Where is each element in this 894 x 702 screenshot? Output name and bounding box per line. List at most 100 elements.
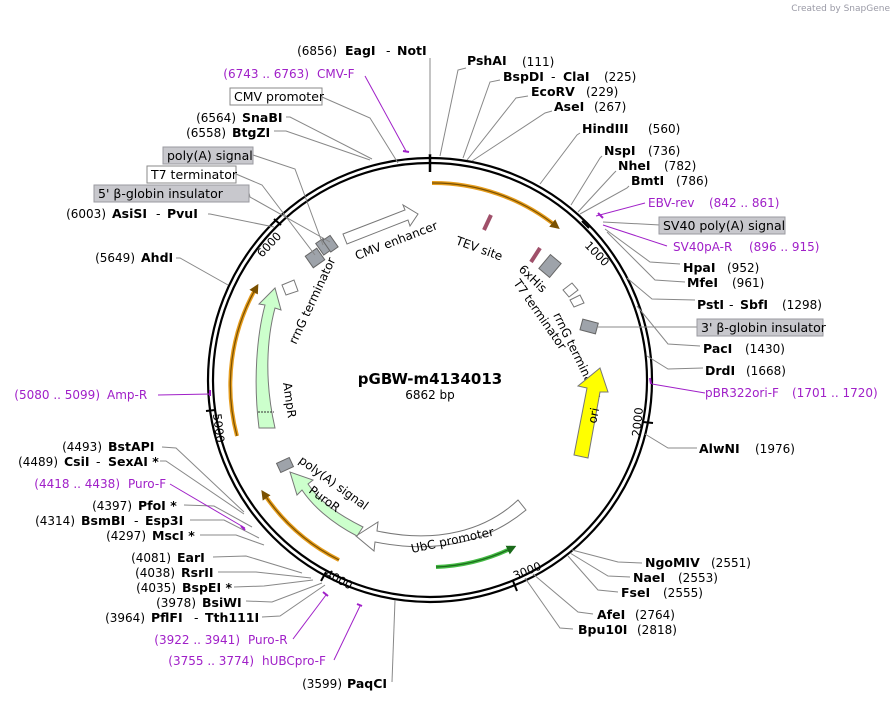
site-bspei-pos: (4035) xyxy=(136,581,176,595)
site-eagi-pos: (6856) xyxy=(297,44,337,58)
t7-terminator-left-block xyxy=(304,247,326,269)
site-asisi-sep: - xyxy=(156,206,161,221)
sv40-polya-label: SV40 poly(A) signal xyxy=(663,218,785,233)
site-btgzi-name: BtgZI xyxy=(232,125,270,140)
site-alwni-name: AlwNI xyxy=(699,441,740,456)
primer-purof-name: Puro-F xyxy=(128,477,166,491)
site-bmti-pos: (786) xyxy=(676,174,708,188)
site-hindiii-pos: (560) xyxy=(648,122,680,136)
site-bstapi-name: BstAPI xyxy=(108,439,154,454)
orange-arc-left xyxy=(228,287,258,437)
ampr-label: AmpR xyxy=(280,381,299,418)
puror-arrow xyxy=(289,471,364,537)
primer-ebvrev-range: (842 .. 861) xyxy=(709,196,779,210)
site-ecorv-name: EcoRV xyxy=(531,84,575,99)
site-asei-pos: (267) xyxy=(594,100,626,114)
site-alwni-pos: (1976) xyxy=(755,442,795,456)
t7-terminator-box-label: T7 terminator xyxy=(150,167,238,182)
site-btgzi-pos: (6558) xyxy=(186,126,226,140)
cmv-enhancer-arrow xyxy=(342,203,419,245)
tev-site-mark xyxy=(482,214,493,231)
site-bspdi-name: BspDI xyxy=(503,69,544,84)
site-paci-name: PacI xyxy=(703,341,732,356)
site-ecorv-pos: (229) xyxy=(586,85,618,99)
rrng-term-right-arrow1 xyxy=(562,282,579,298)
site-pflfi-pos: (3964) xyxy=(105,611,145,625)
site-bpu10i-name: Bpu10I xyxy=(578,622,627,637)
green-arrow xyxy=(435,545,517,568)
primer-cmvf-name: CMV-F xyxy=(317,67,355,81)
site-rsrii-name: RsrII xyxy=(181,565,214,580)
site-esp3i-name: Esp3I xyxy=(145,513,183,528)
t7-terminator-block xyxy=(538,253,562,279)
site-snabi-pos: (6564) xyxy=(196,111,236,125)
tick-5000-mark xyxy=(205,409,216,412)
cmv-promoter-box xyxy=(229,87,323,106)
site-pvui-name: PvuI xyxy=(167,206,198,221)
site-asei-name: AseI xyxy=(554,99,584,114)
polya-signal-label: poly(A) signal xyxy=(167,148,253,163)
site-pflfi-name: PflFI xyxy=(151,610,183,625)
site-nhei-name: NheI xyxy=(618,158,651,173)
ampr-arrow xyxy=(255,287,282,429)
tick-2000-mark xyxy=(642,421,654,424)
ori-label: ori xyxy=(585,406,602,424)
primer-sv40par-range: (896 .. 915) xyxy=(749,240,819,254)
tick-2000: 2000 xyxy=(629,407,646,438)
site-psti-name: PstI xyxy=(697,297,724,312)
snapgene-watermark: Created by SnapGene xyxy=(791,4,890,14)
site-ngomiv-name: NgoMIV xyxy=(645,555,700,570)
site-msci-pos: (4297) xyxy=(106,529,146,543)
orange-arrow-top xyxy=(431,182,560,229)
site-nhei-pos: (782) xyxy=(664,159,696,173)
polya-signal-box xyxy=(162,146,254,165)
site-afei-pos: (2764) xyxy=(635,608,675,622)
site-bspdi-sep: - xyxy=(551,69,556,84)
site-bstapi-pos: (4493) xyxy=(62,440,102,454)
ori-arrow xyxy=(573,367,609,459)
site-hindiii-name: HindIII xyxy=(582,121,629,136)
site-drdi-pos: (1668) xyxy=(746,364,786,378)
primer-puror-name: Puro-R xyxy=(248,633,288,647)
sv40-polya-box xyxy=(658,216,786,235)
site-paqci-pos: (3599) xyxy=(302,677,342,691)
site-bsmbi-name: BsmBI xyxy=(81,513,125,528)
tick-1000: 1000 xyxy=(582,238,612,269)
site-csii-sep: - xyxy=(96,454,101,469)
site-bspei-name: BspEI * xyxy=(182,580,232,595)
site-bsiwi-name: BsiWI xyxy=(202,595,242,610)
t7-terminator-box xyxy=(146,165,237,184)
site-bspdi-pos: (225) xyxy=(604,70,636,84)
site-paqci-name: PaqCI xyxy=(347,676,387,691)
tev-site-label: TEV site xyxy=(453,233,504,263)
orange-arrow-bottom xyxy=(261,490,340,561)
site-bpu10i-pos: (2818) xyxy=(637,623,677,637)
site-mfei-pos: (961) xyxy=(732,276,764,290)
primer-pbr322orif-name: pBR322ori-F xyxy=(705,386,779,400)
site-asisi-name: AsiSI xyxy=(112,206,147,221)
site-nspi-pos: (736) xyxy=(648,144,680,158)
green-arc xyxy=(435,546,513,569)
site-pfoi-pos: (4397) xyxy=(92,499,132,513)
tick-4000-mark xyxy=(320,571,327,582)
primer-purof-range: (4418 .. 4438) xyxy=(34,477,120,491)
ubc-promoter-arrow xyxy=(355,499,527,552)
site-eari-pos: (4081) xyxy=(131,551,171,565)
site-paci-pos: (1430) xyxy=(745,342,785,356)
site-mfei-name: MfeI xyxy=(687,275,718,290)
site-drdi-name: DrdI xyxy=(705,363,735,378)
insulator-block-right xyxy=(579,318,599,335)
site-fsei-pos: (2555) xyxy=(663,586,703,600)
site-asisi-pos: (6003) xyxy=(66,207,106,221)
primer-labels: (6743 .. 6763) CMV-F EBV-rev (842 .. 861… xyxy=(14,67,877,668)
site-pshai-name: PshAI xyxy=(467,53,507,68)
site-eari-name: EarI xyxy=(177,550,205,565)
plasmid-name: pGBW-m4134013 xyxy=(358,370,502,388)
three-globin-insulator-box xyxy=(696,318,824,337)
site-fsei-name: FseI xyxy=(621,585,650,600)
site-rsrii-pos: (4038) xyxy=(135,566,175,580)
leader-lines xyxy=(160,58,704,683)
site-sbfi-name: SbfI xyxy=(740,297,768,312)
tick-6000: 6000 xyxy=(254,229,284,260)
site-afei-name: AfeI xyxy=(597,607,625,622)
